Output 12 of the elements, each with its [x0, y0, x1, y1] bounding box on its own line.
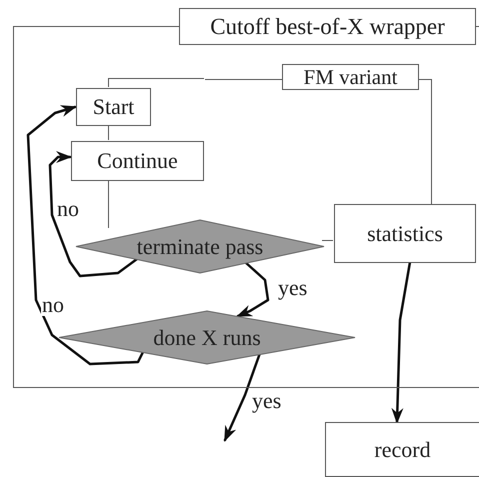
- decision-diamond: terminate pass: [76, 220, 324, 273]
- arrow: [26, 105, 144, 366]
- group-title: Cutoff best-of-X wrapper: [179, 8, 476, 45]
- arrow: [236, 260, 270, 318]
- process-box: Start: [76, 88, 151, 126]
- process-box: Continue: [71, 141, 204, 181]
- group-title: FM variant: [282, 64, 419, 90]
- arrow: [48, 151, 138, 278]
- arrow: [391, 260, 412, 424]
- decision-diamond: done X runs: [59, 311, 355, 364]
- process-box: record: [325, 422, 479, 477]
- process-box: statistics: [334, 204, 476, 263]
